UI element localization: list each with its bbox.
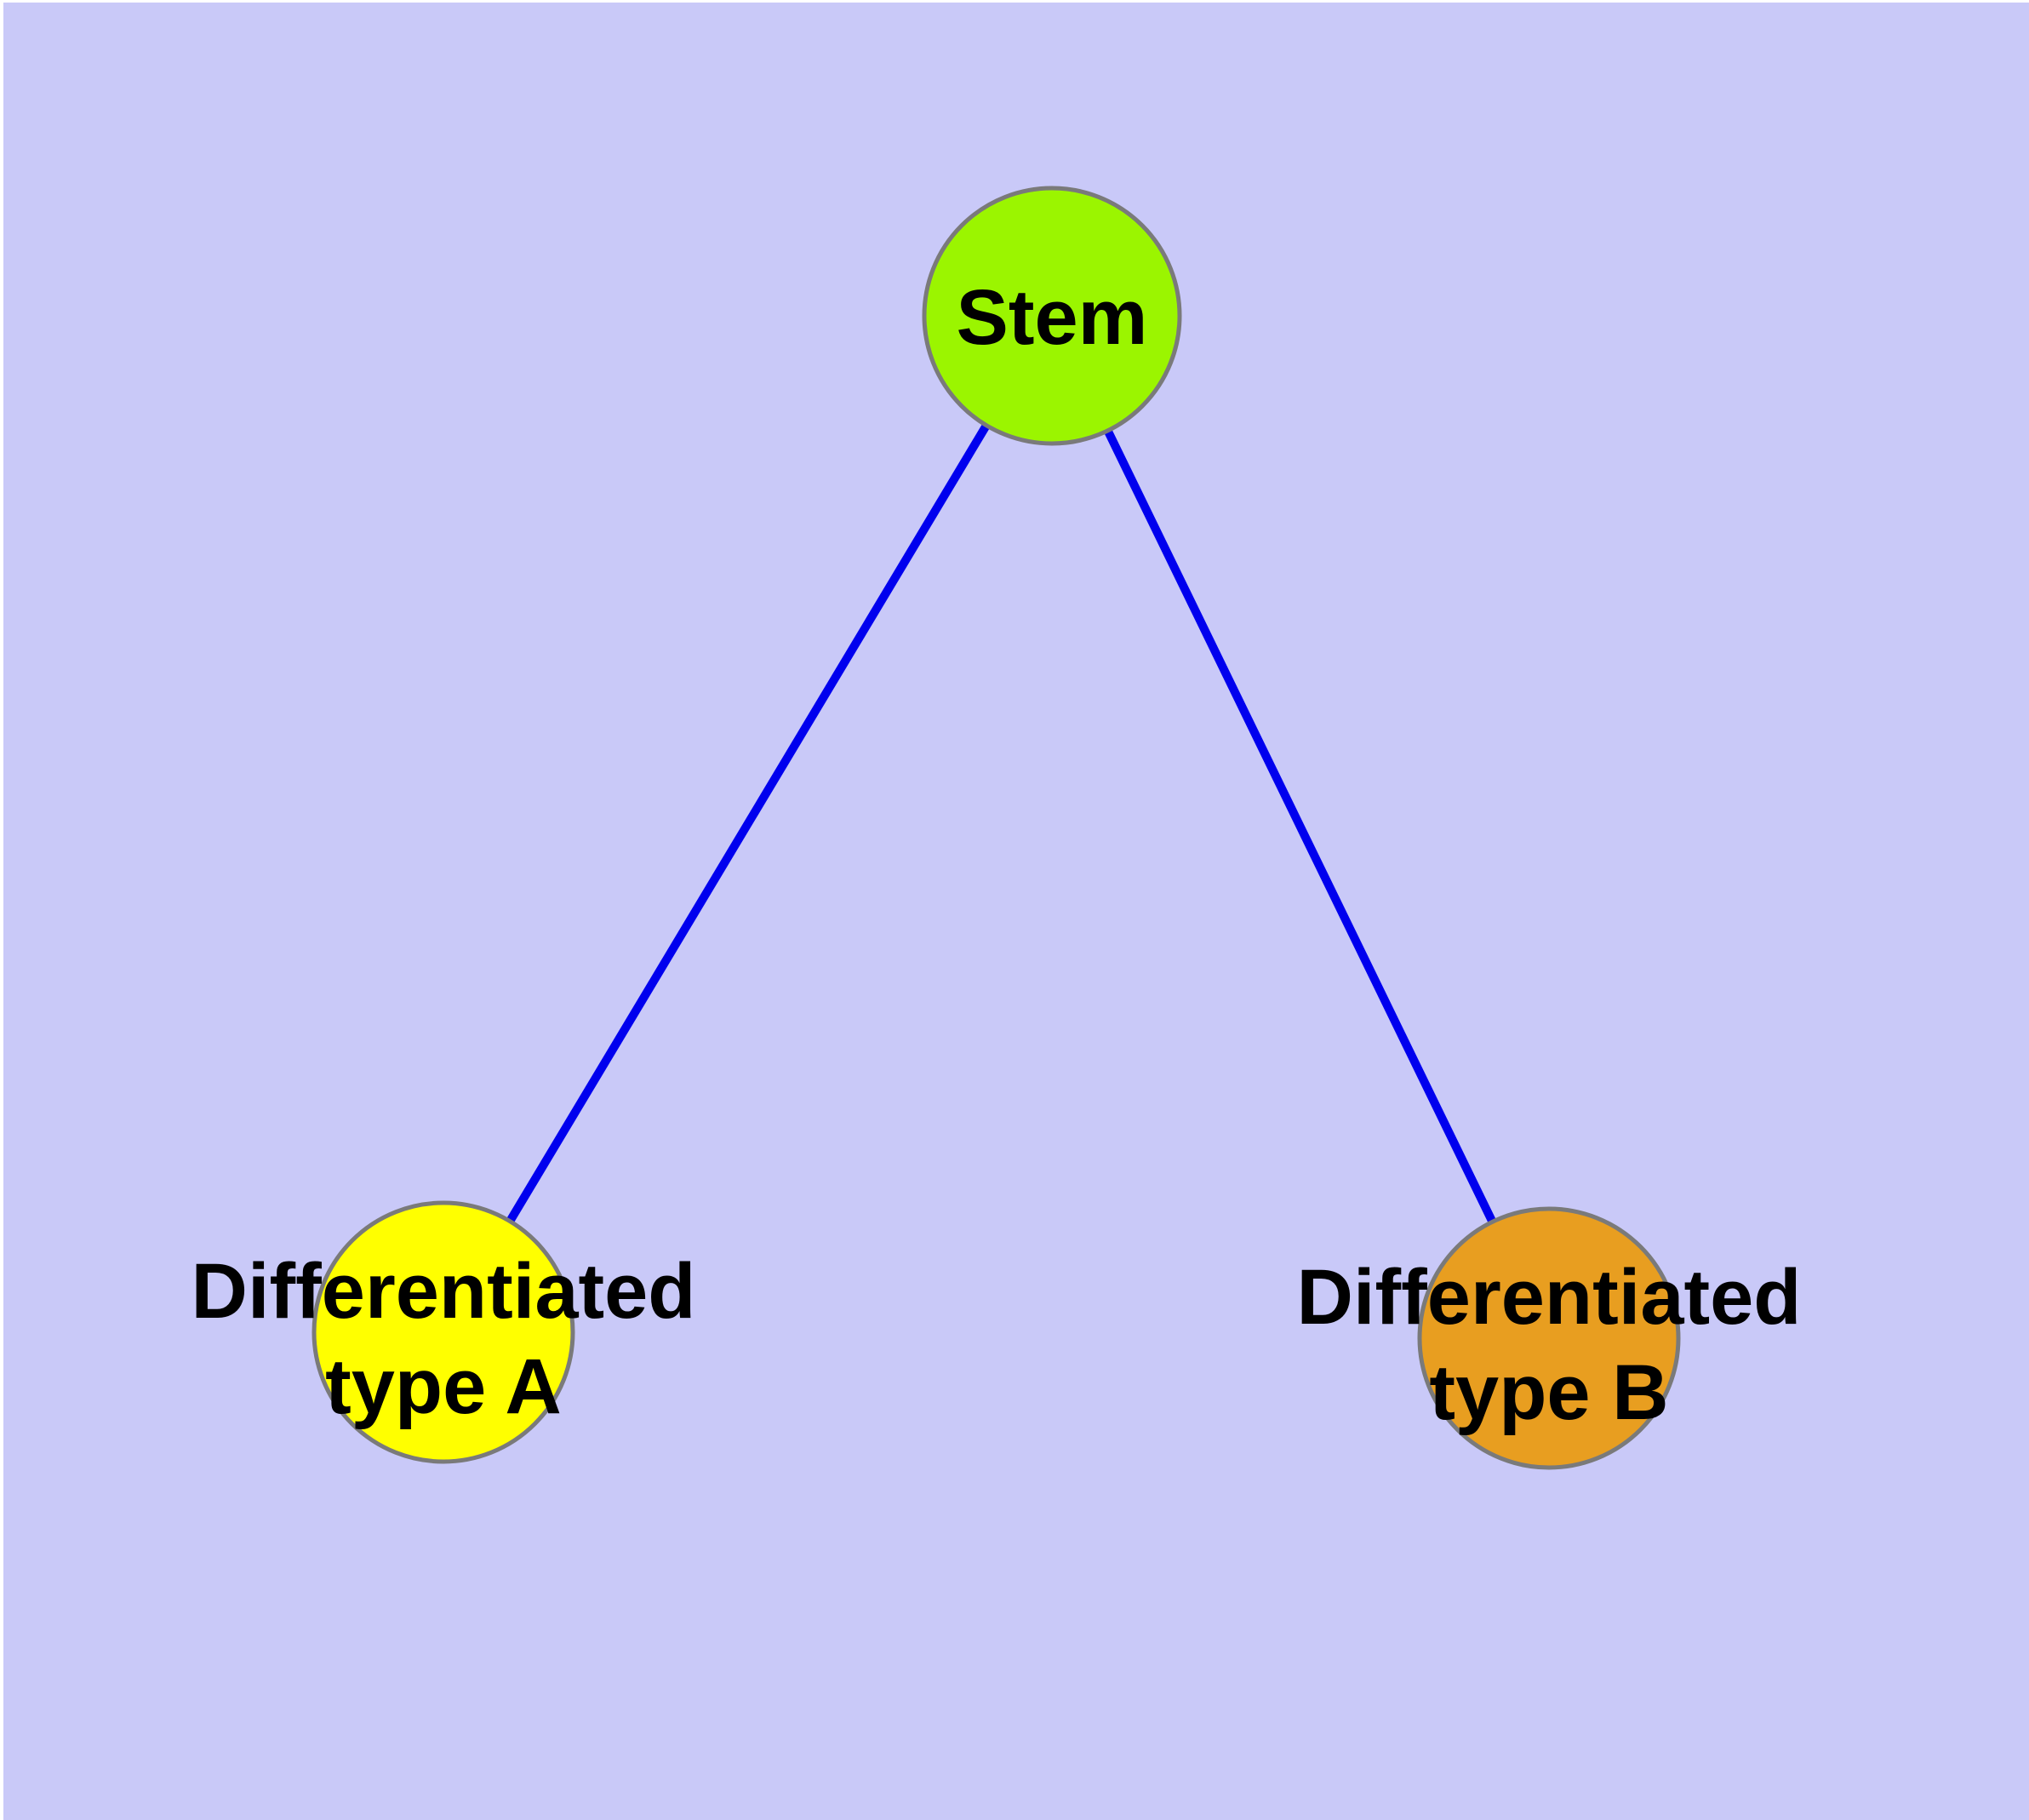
node-differentiated-type-b — [1417, 1206, 1681, 1470]
node-type-a-label-line1: Differentiated — [191, 1248, 696, 1335]
node-type-a-label-line2: type A — [325, 1343, 562, 1430]
edge-stem-to-type-a — [439, 313, 1056, 1335]
node-type-b-label-line1: Differentiated — [1297, 1254, 1802, 1341]
node-stem — [922, 186, 1182, 446]
node-differentiated-type-a — [311, 1200, 575, 1464]
node-stem-label: Stem — [957, 274, 1148, 361]
node-type-b-label-line2: type B — [1429, 1349, 1668, 1436]
edge-stem-to-type-b — [1048, 313, 1553, 1341]
